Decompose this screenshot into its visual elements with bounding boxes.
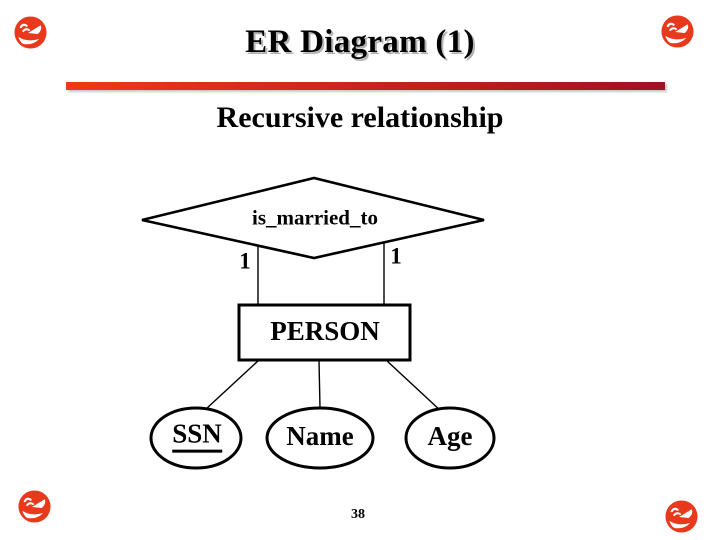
cardinality-label-right: 1 (390, 243, 402, 269)
slide-title: ER Diagram (1) (245, 24, 475, 60)
title-accent-bar (66, 82, 665, 90)
attribute-ellipse-name (265, 406, 375, 470)
attribute-ellipse-age (404, 406, 496, 470)
cardinality-label-left: 1 (239, 248, 251, 274)
connector-attribute-ssn (205, 359, 260, 410)
attribute-label-ssn: SSN (172, 419, 222, 453)
relationship-diamond (141, 176, 485, 260)
entity-label: PERSON (270, 316, 380, 347)
entity-rectangle (237, 303, 412, 362)
attribute-label-name: Name (286, 421, 354, 452)
page-number: 38 (351, 507, 365, 522)
relationship-label: is_married_to (252, 205, 378, 230)
attribute-ellipse-ssn (149, 406, 243, 470)
attribute-label-age: Age (427, 421, 473, 452)
slide-subtitle: Recursive relationship (216, 101, 504, 134)
connector-attribute-name (318, 359, 321, 409)
connector-attribute-age (385, 359, 443, 413)
